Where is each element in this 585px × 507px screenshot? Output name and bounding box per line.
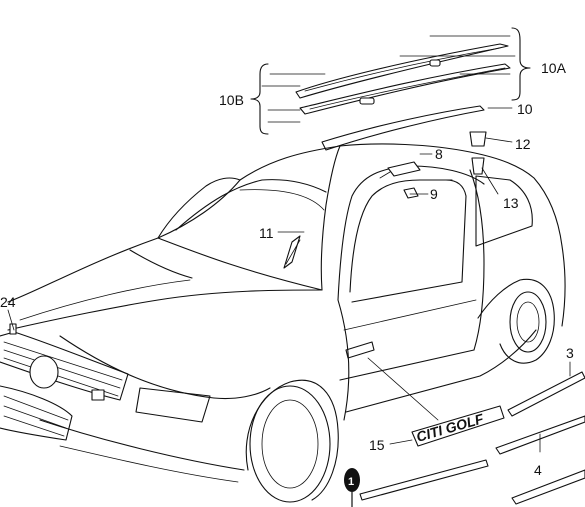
- part-13-plug: [471, 157, 485, 175]
- callout-1: 1: [348, 476, 354, 488]
- part-8-clip: [387, 161, 421, 177]
- rail-clip: [359, 97, 375, 105]
- small-parts: [283, 131, 487, 269]
- callout-10b: 10B: [219, 92, 244, 108]
- grille: [0, 323, 129, 441]
- callout-9: 9: [430, 186, 438, 202]
- callouts: 10A 10B 10 12 8 9 13 11 24 3 15 4 1: [0, 60, 574, 507]
- callout-1-marker: 1: [344, 468, 360, 507]
- roof-strip-group: [250, 27, 531, 151]
- callout-11: 11: [259, 225, 274, 241]
- callout-10a: 10A: [541, 60, 567, 76]
- grille-clip: [9, 323, 17, 335]
- car-body: [7, 143, 566, 503]
- callout-13: 13: [503, 195, 519, 211]
- badge-15: CITI GOLF: [411, 405, 505, 447]
- callout-4: 4: [534, 462, 542, 478]
- leader-lines: [7, 137, 513, 445]
- rail-clip: [429, 59, 441, 67]
- grille-clip: [91, 389, 105, 401]
- callout-15: 15: [369, 437, 385, 453]
- callout-12: 12: [515, 136, 531, 152]
- part-12-plug: [469, 131, 487, 147]
- callout-8: 8: [435, 146, 443, 162]
- callout-3: 3: [566, 345, 574, 361]
- side-mouldings: [359, 361, 585, 505]
- callout-24: 24: [0, 294, 16, 310]
- part-9-clip: [403, 187, 419, 199]
- badge-text: CITI GOLF: [414, 410, 485, 445]
- callout-10: 10: [517, 101, 533, 117]
